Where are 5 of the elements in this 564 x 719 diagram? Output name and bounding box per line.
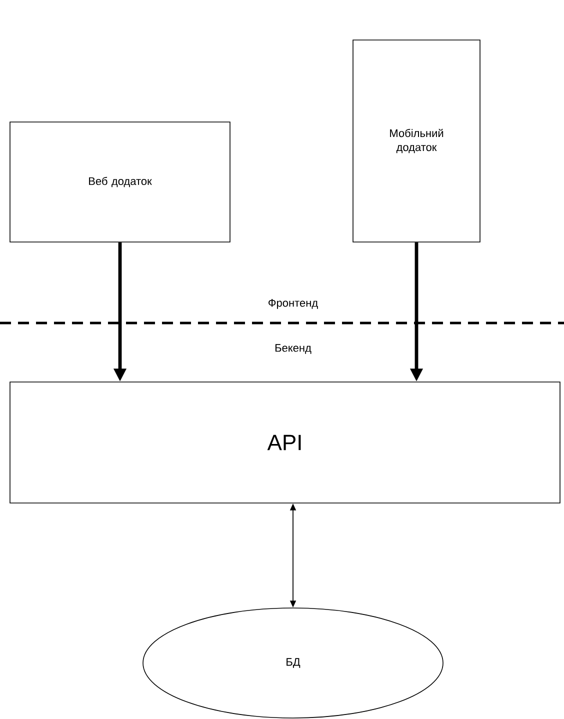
process-box: API: [10, 382, 560, 504]
zone-label: Бекенд: [275, 344, 312, 354]
process-box: Веб додаток: [10, 122, 230, 242]
process-box: Мобільний додаток: [352, 40, 480, 242]
zone-label: Фронтенд: [268, 299, 318, 309]
